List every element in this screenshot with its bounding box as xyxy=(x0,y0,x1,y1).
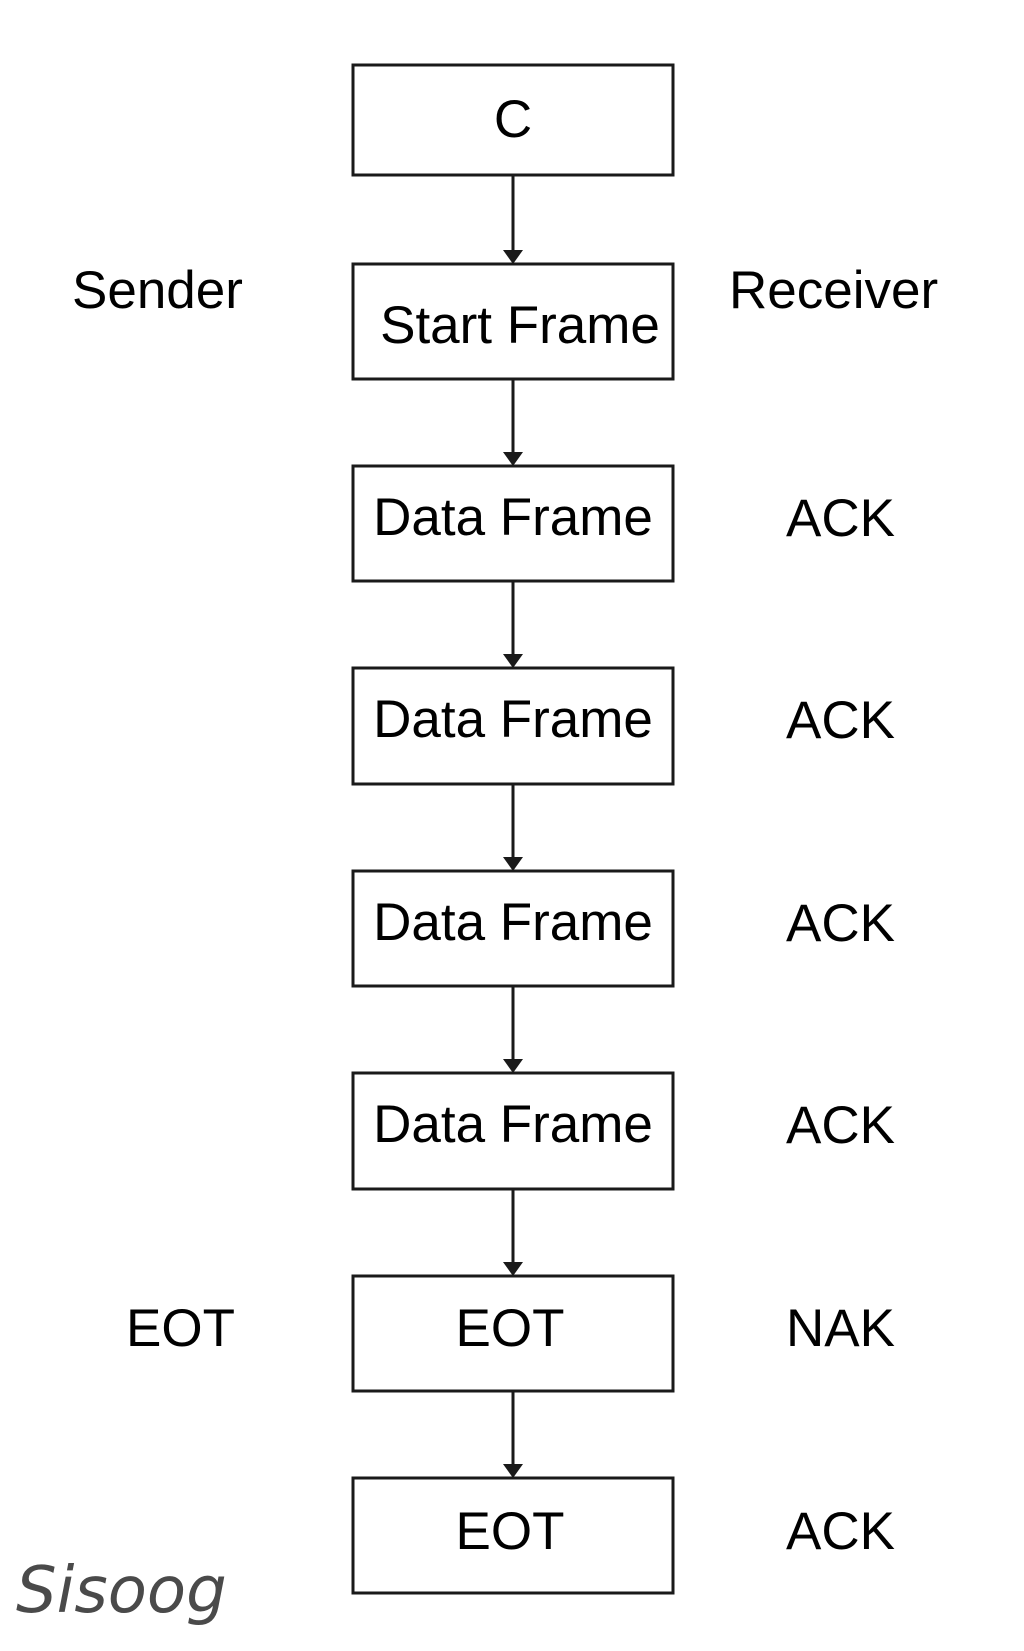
frame-box-c: C xyxy=(351,63,675,177)
frame-box-eot: EOT xyxy=(351,1476,675,1595)
frame-box-data: Data Frame xyxy=(351,869,675,988)
frame-label: Data Frame xyxy=(373,690,653,749)
frame-box-start: Start Frame xyxy=(351,262,675,381)
receiver-note: ACK xyxy=(786,1502,895,1561)
frame-label: EOT xyxy=(456,1299,565,1358)
receiver-note: ACK xyxy=(786,1096,895,1155)
receiver-label: Receiver xyxy=(729,261,938,320)
receiver-note: ACK xyxy=(786,894,895,953)
sender-label: Sender xyxy=(72,261,243,320)
frame-label: EOT xyxy=(456,1502,565,1561)
frame-box-data: Data Frame xyxy=(351,464,675,583)
frame-label: C xyxy=(494,90,532,149)
frame-label: Data Frame xyxy=(373,893,653,952)
frame-label: Start Frame xyxy=(380,296,660,355)
watermark-logo: Sisoog xyxy=(16,1554,227,1628)
receiver-note: ACK xyxy=(786,691,895,750)
connector-7 xyxy=(503,1391,523,1478)
connector-4 xyxy=(503,784,523,871)
sender-note: EOT xyxy=(126,1299,235,1358)
frame-label: Data Frame xyxy=(373,1095,653,1154)
frame-label: Data Frame xyxy=(373,488,653,547)
connector-5 xyxy=(503,986,523,1073)
frame-box-data: Data Frame xyxy=(351,1071,675,1191)
frame-box-data: Data Frame xyxy=(351,666,675,786)
connector-2 xyxy=(503,379,523,466)
receiver-note: NAK xyxy=(786,1299,895,1358)
receiver-note: ACK xyxy=(786,489,895,548)
connector-1 xyxy=(503,175,523,264)
frame-box-eot: EOT xyxy=(351,1274,675,1393)
connector-3 xyxy=(503,581,523,668)
connector-6 xyxy=(503,1189,523,1276)
connectors xyxy=(503,175,523,1478)
